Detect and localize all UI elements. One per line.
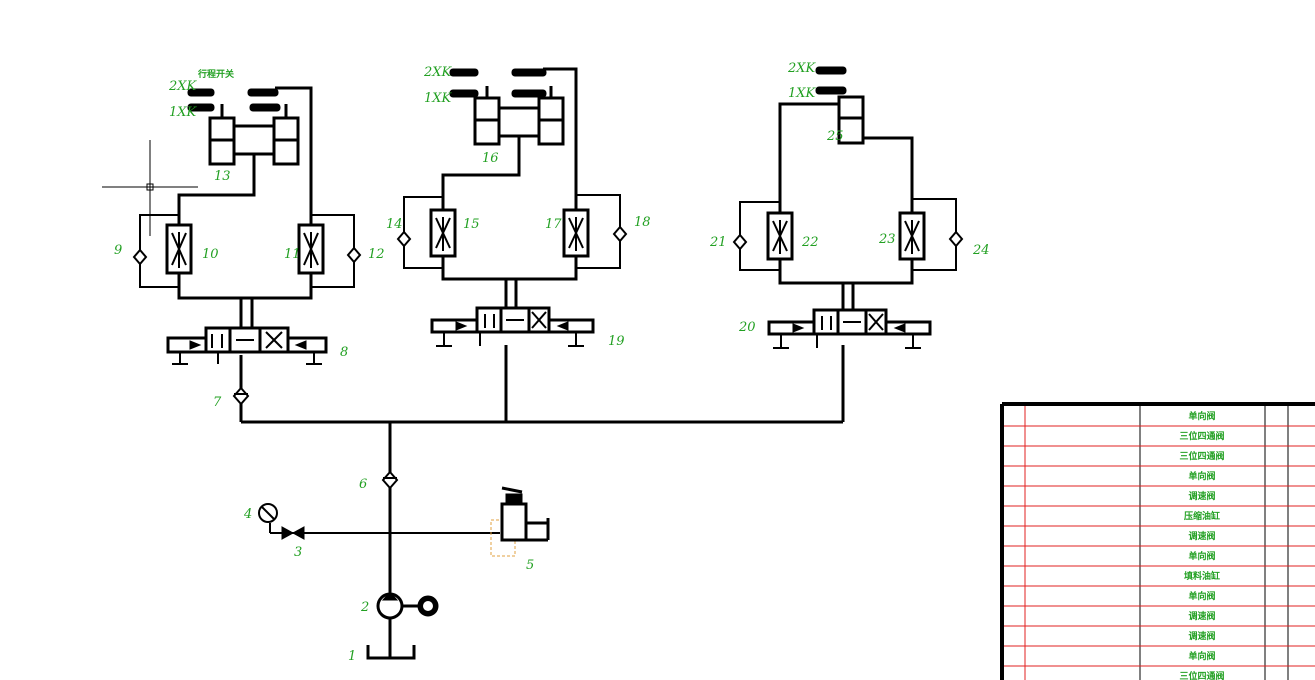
table-row-name: 单向阀 [1188,550,1215,562]
main-pressure-line [239,345,845,595]
label-19: 19 [608,334,625,349]
shutoff-valve-3 [281,526,305,540]
table-row-name: 填料油缸 [1184,570,1220,582]
circuit-a [132,86,362,365]
label-21: 21 [709,235,727,250]
label-18: 18 [634,215,651,230]
label-24: 24 [972,243,990,258]
label-13: 13 [214,169,231,184]
label-4: 4 [243,507,252,522]
table-row-name: 三位四通阀 [1179,670,1224,680]
label-6: 6 [359,477,367,492]
label-14: 14 [386,217,403,232]
table-row-name: 压缩油缸 [1184,510,1220,522]
limit-switch-labels: 2XK 1XK 行程开关 2XK 1XK 2XK 1XK [168,61,817,120]
table-row-name: 调速阀 [1188,630,1215,642]
pressure-gauge-4 [258,503,278,523]
label-10: 10 [202,247,219,262]
table-row-name: 单向阀 [1188,410,1215,422]
cad-crosshair-cursor [102,140,198,236]
label-20: 20 [738,320,756,335]
table-row-name: 三位四通阀 [1179,450,1224,462]
label-22: 22 [801,235,819,250]
label-12: 12 [368,247,385,262]
label-11: 11 [284,247,301,262]
circuit-b [396,67,628,347]
label-8: 8 [340,345,348,360]
switch-b-2xk: 2XK [423,65,453,80]
table-row-name: 三位四通阀 [1179,430,1224,442]
label-25: 25 [826,129,844,144]
circuit-c [732,66,964,349]
label-9: 9 [114,243,122,258]
label-15: 15 [463,217,480,232]
label-17: 17 [545,217,562,232]
label-16: 16 [482,151,499,166]
switch-c-1xk: 1XK [788,86,817,101]
tank-1 [366,645,416,660]
component-labels: 1 2 3 4 5 6 7 8 9 10 11 12 13 14 15 16 1… [114,129,990,664]
parts-list-table: 单向阀三位四通阀三位四通阀单向阀调速阀压缩油缸调速阀单向阀填料油缸单向阀调速阀调… [1000,402,1315,680]
switch-a-title: 行程开关 [197,68,234,80]
label-7: 7 [213,395,222,410]
table-row-name: 单向阀 [1188,650,1215,662]
table-row-name: 调速阀 [1188,490,1215,502]
switch-b-1xk: 1XK [424,91,453,106]
pump-2 [376,591,439,658]
label-2: 2 [360,600,369,615]
label-1: 1 [348,649,356,664]
label-23: 23 [878,232,896,247]
switch-c-2xk: 2XK [787,61,817,76]
switch-a-1xk: 1XK [169,105,198,120]
check-valve-6 [381,470,399,490]
table-row-name: 调速阀 [1188,530,1215,542]
table-row-name: 单向阀 [1188,590,1215,602]
label-5: 5 [526,558,534,573]
table-row-name: 调速阀 [1188,610,1215,622]
relief-valve-5 [490,486,550,557]
table-row-name: 单向阀 [1188,470,1215,482]
label-3: 3 [294,545,302,560]
check-valve-7 [232,386,250,406]
switch-a-2xk: 2XK [168,79,198,94]
